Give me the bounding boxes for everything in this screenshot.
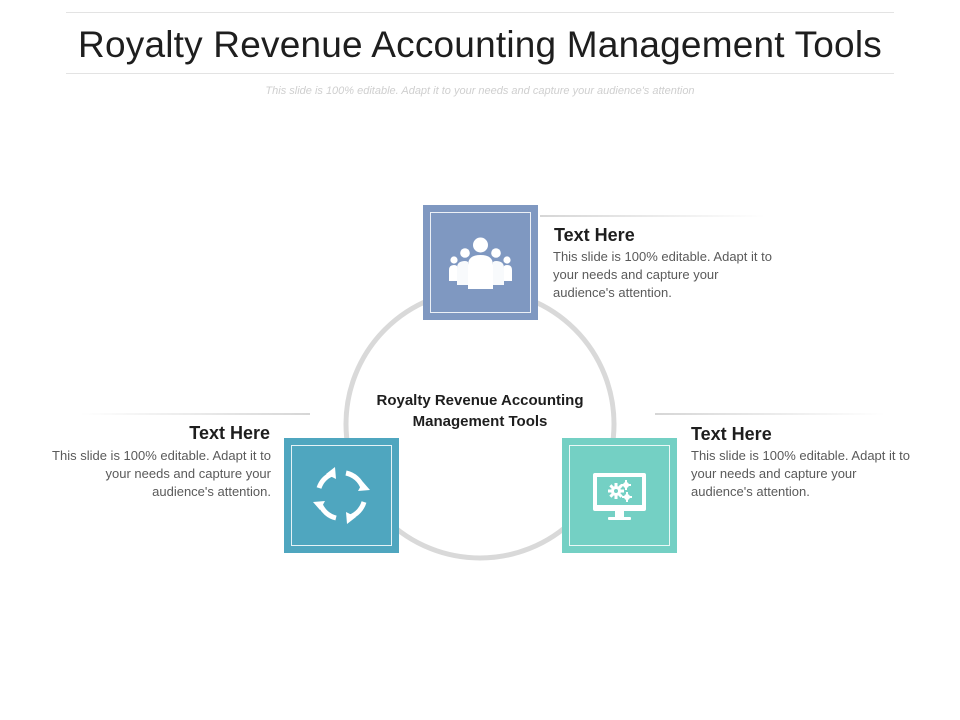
left-item-divider [80,413,310,415]
left-item-text: This slide is 100% editable. Adapt it to… [52,448,271,499]
left-item-frame [291,445,392,546]
right-item-heading: Text Here [691,424,772,444]
top-rule [66,12,894,13]
left-item-heading: Text Here [189,423,270,443]
page-title: Royalty Revenue Accounting Management To… [78,24,882,65]
top-item-divider [540,215,765,217]
right-item-text: This slide is 100% editable. Adapt it to… [691,448,910,499]
right-item-box [562,438,677,553]
right-item-frame [569,445,670,546]
top-item-frame [430,212,531,313]
right-item-divider [655,413,885,415]
title-rule [66,73,894,74]
top-item-text: This slide is 100% editable. Adapt it to… [553,249,772,300]
left-item-box [284,438,399,553]
monitor-gears-icon [593,473,646,520]
people-icon [449,237,512,289]
top-item-heading: Text Here [554,225,635,245]
refresh-cycle-icon [313,467,370,524]
center-label: Royalty Revenue Accounting Management To… [376,392,584,430]
top-item-box [423,205,538,320]
page-subtitle: This slide is 100% editable. Adapt it to… [265,85,695,97]
